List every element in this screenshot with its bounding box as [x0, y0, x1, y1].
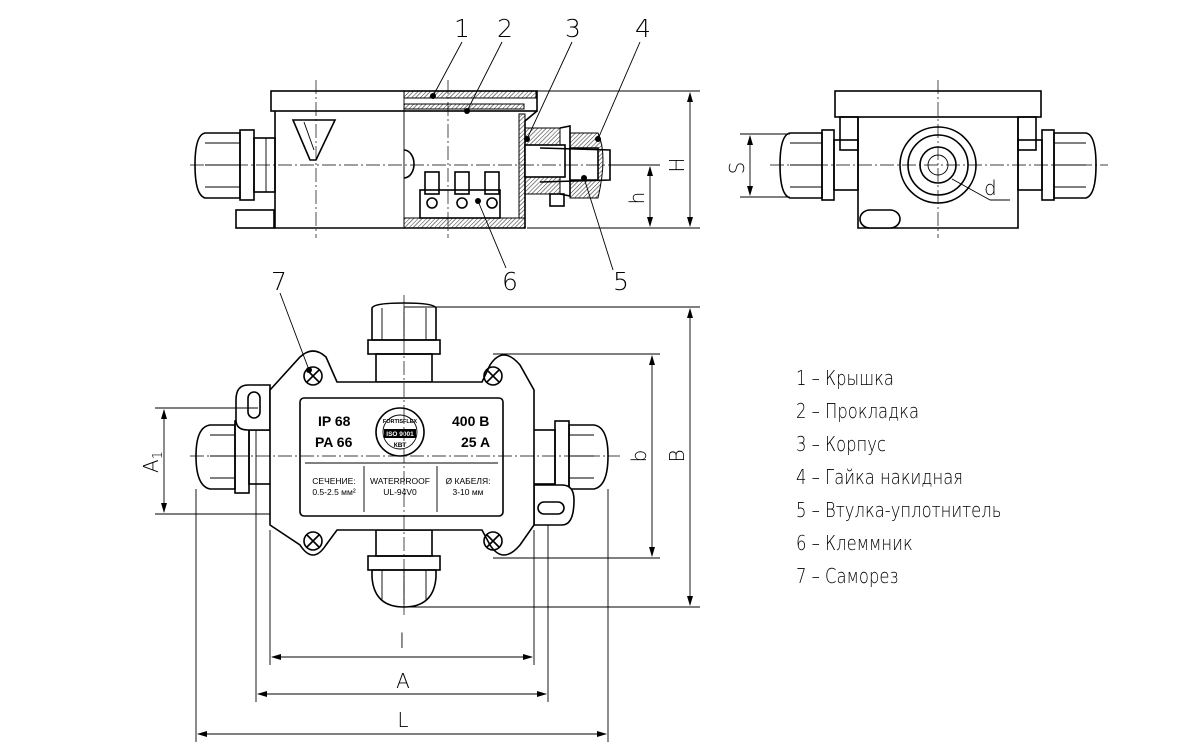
- dim-d: d: [984, 176, 997, 200]
- dim-l: l: [399, 629, 405, 653]
- label-current: 25 A: [461, 434, 490, 450]
- legend-item-housing: 3 – Корпус: [796, 432, 887, 456]
- dim-L: L: [397, 708, 408, 732]
- gasket-hatch: [403, 103, 525, 110]
- callout-leaders: [430, 41, 641, 271]
- left-side-cable-gland: [195, 420, 272, 494]
- label-waterproof-value: UL-94V0: [383, 487, 417, 497]
- callout-2: 2: [497, 14, 513, 43]
- label-voltage: 400 B: [452, 413, 489, 429]
- label-section-title: СЕЧЕНИЕ:: [312, 476, 355, 486]
- terminal-block: [419, 171, 501, 219]
- legend-item-terminal-block: 6 – Клеммник: [796, 531, 913, 555]
- body-outline: [274, 110, 538, 229]
- side-section-view: H h 1 2 3 4 5 6: [190, 14, 700, 296]
- callout-4: 4: [635, 14, 651, 43]
- legend-item-screw: 7 – Саморез: [796, 564, 899, 588]
- callout-7: 7: [271, 267, 287, 296]
- label-ip-rating: IP 68: [318, 413, 351, 429]
- screws: [303, 366, 503, 551]
- legend-item-cap-nut: 4 – Гайка накидная: [796, 465, 963, 489]
- dim-B: B: [665, 449, 689, 462]
- dim-A: A: [396, 669, 410, 693]
- svg-text:ISO 9001: ISO 9001: [386, 431, 414, 438]
- svg-text:FORTISFLEX: FORTISFLEX: [383, 419, 418, 425]
- lid-hatch: [403, 90, 537, 99]
- svg-text:КВТ: КВТ: [394, 442, 406, 449]
- top-view: IP 68 PA 66 400 B 25 A СЕЧЕНИЕ: 0.5-2.5 …: [139, 267, 700, 742]
- label-material: PA 66: [315, 434, 353, 450]
- screw-boss: [291, 119, 337, 161]
- dim-h: h: [625, 192, 649, 205]
- callout-1: 1: [454, 14, 470, 43]
- dim-b: b: [627, 450, 651, 463]
- body-wall-hatch: [518, 113, 526, 219]
- end-view: d S: [725, 80, 1108, 238]
- label-waterproof-title: WATERPROOF: [370, 476, 430, 486]
- legend-item-gasket: 2 – Прокладка: [796, 399, 919, 423]
- dim-A1: A1: [139, 451, 166, 473]
- legend-item-seal-sleeve: 5 – Втулка-уплотнитель: [796, 498, 1002, 522]
- label-cable-title: Ø КАБЕЛЯ:: [446, 476, 491, 486]
- dim-H: H: [665, 157, 689, 172]
- product-label-panel: [299, 397, 504, 517]
- label-cable-value: 3-10 мм: [452, 487, 483, 497]
- parts-legend: 1 – Крышка 2 – Прокладка 3 – Корпус 4 – …: [796, 362, 1096, 593]
- callout-3: 3: [565, 14, 581, 43]
- body-bottom-hatch: [403, 217, 526, 229]
- right-side-cable-gland: [532, 420, 609, 494]
- legend-item-lid: 1 – Крышка: [796, 366, 894, 390]
- dim-S: S: [725, 162, 749, 175]
- callout-5: 5: [613, 267, 629, 296]
- housing-outline: [269, 350, 535, 556]
- callout-6: 6: [502, 267, 518, 296]
- fortisflex-logo: ISO 9001 КВТ FORTISFLEX: [375, 407, 425, 457]
- label-section-value: 0.5-2.5 мм²: [312, 487, 356, 497]
